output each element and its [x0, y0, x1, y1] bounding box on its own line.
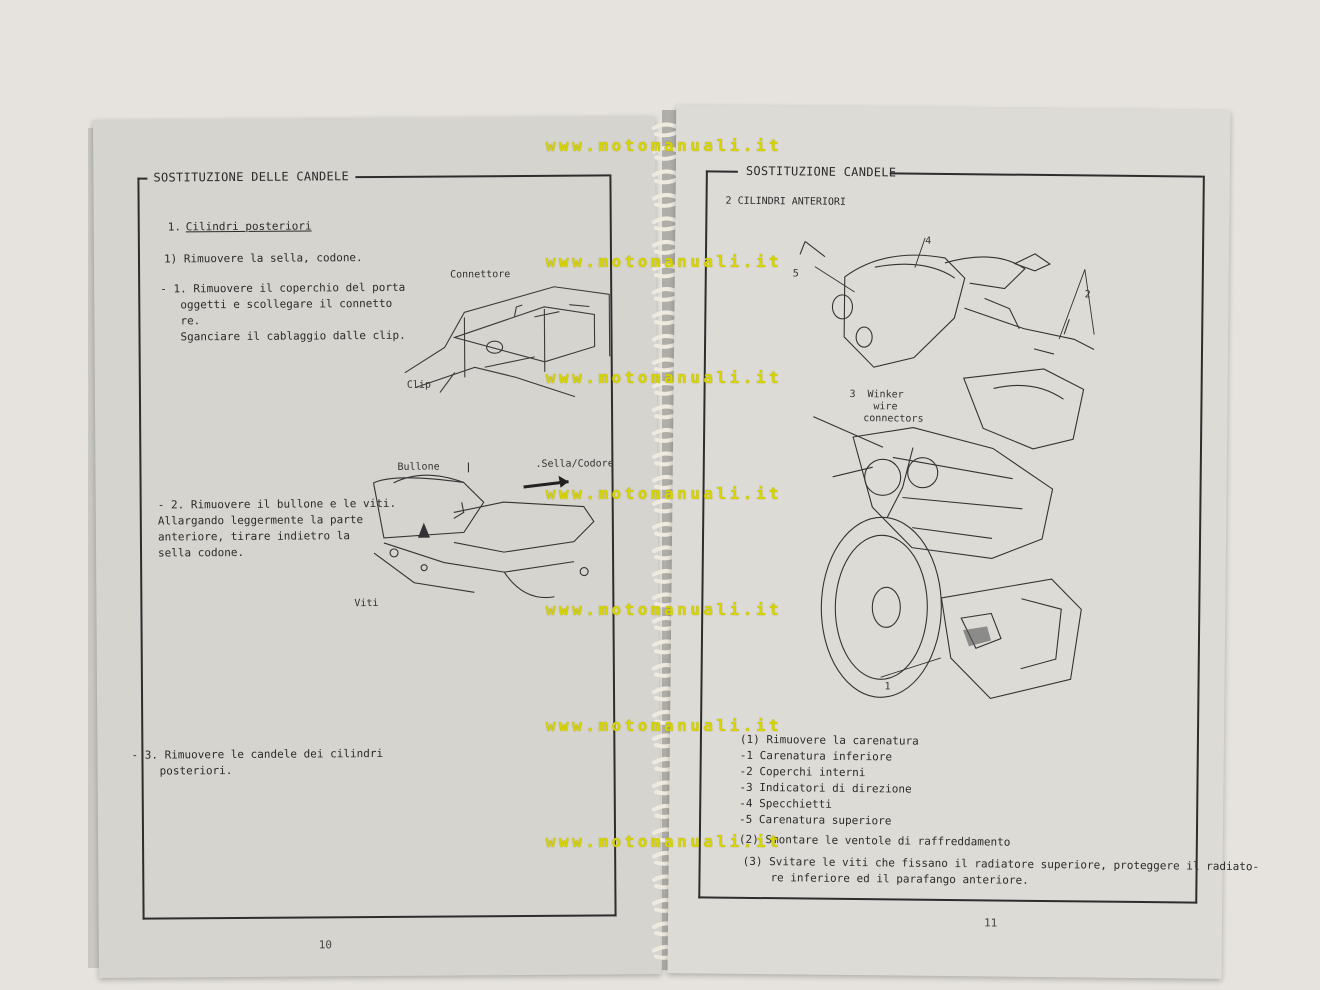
winker-label-line: connectors	[863, 413, 924, 425]
page-number-right: 11	[983, 916, 998, 930]
substep-2-line: sella codone.	[157, 545, 245, 560]
substep-1-line: Sganciare il cablaggio dalle clip.	[180, 328, 406, 344]
removal-list-item: -5 Carenatura superiore	[739, 812, 892, 828]
removal-list-item: -3 Indicatori di direzione	[739, 780, 912, 796]
watermark-text: www.motomanuali.it	[545, 252, 783, 271]
motorcycle-exploded-drawing	[799, 237, 1095, 700]
substep-1-line: oggetti e scollegare il connetto	[180, 296, 393, 312]
callout-1: 1	[884, 681, 891, 693]
frame-line	[137, 177, 148, 180]
heading-number: 1.	[167, 220, 182, 234]
substep-2-line: Allargando leggermente la parte	[157, 513, 364, 528]
substep-1-line: - 1. Rimuovere il coperchio del porta	[160, 280, 406, 296]
left-page: SOSTITUZIONE DELLE CANDELE 1. Cilindri p…	[93, 116, 661, 978]
section-title: SOSTITUZIONE CANDELE	[745, 163, 897, 180]
section-title: SOSTITUZIONE DELLE CANDELE	[153, 169, 350, 185]
watermark-text: www.motomanuali.it	[545, 368, 783, 387]
watermark-text: www.motomanuali.it	[545, 600, 783, 619]
callout-3: 3	[849, 388, 856, 401]
seat-removal-drawing	[372, 462, 595, 599]
winker-label-line: wire	[873, 401, 898, 413]
substep-2-line: anteriore, tirare indietro la	[157, 529, 351, 544]
callout-2: 2	[1084, 289, 1091, 301]
seat-connector-drawing	[404, 286, 611, 398]
watermark-text: www.motomanuali.it	[545, 716, 783, 735]
label-bullone: Bullone	[397, 461, 440, 473]
section-heading: 2 CILINDRI ANTERIORI	[725, 195, 847, 208]
watermark-text: www.motomanuali.it	[545, 484, 783, 503]
step-1: 1) Rimuovere la sella, codone.	[163, 251, 363, 266]
substep-3-line: posteriori.	[159, 764, 233, 778]
label-sella-codone: .Sella/Codore	[535, 458, 614, 470]
watermark-text: www.motomanuali.it	[545, 136, 783, 155]
callout-4: 4	[925, 235, 932, 247]
label-connettore: Connettore	[450, 269, 511, 281]
removal-list-item: -2 Coperchi interni	[739, 764, 866, 780]
winker-label-line: Winker	[867, 389, 904, 401]
step-3-line: re inferiore ed il parafango anteriore.	[770, 871, 1029, 887]
substep-3-line: - 3. Rimuovere le candele dei cilindri	[131, 746, 384, 762]
removal-list-item: -1 Carenatura inferiore	[739, 748, 893, 764]
substep-1-line: re.	[180, 314, 201, 328]
removal-list-item: -4 Specchietti	[739, 796, 833, 811]
page-number-left: 10	[318, 938, 333, 952]
section-heading: Cilindri posteriori	[185, 219, 312, 234]
frame-line	[705, 170, 738, 173]
label-clip: Clip	[406, 379, 432, 391]
right-page: SOSTITUZIONE CANDELE 2 CILINDRI ANTERIOR…	[667, 105, 1259, 979]
label-viti: Viti	[354, 597, 379, 610]
watermark-text: www.motomanuali.it	[545, 832, 783, 851]
